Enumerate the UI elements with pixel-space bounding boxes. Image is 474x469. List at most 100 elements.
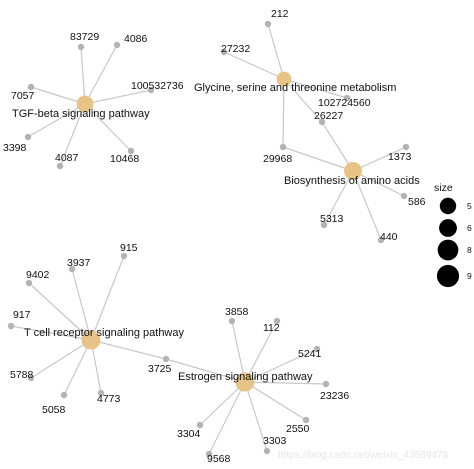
gene-node-112 [273,317,281,325]
gene-label-27232: 27232 [221,43,250,55]
gene-node-100532736 [147,86,155,94]
pathway-node-estrogen-signaling-pathway [235,372,255,392]
gene-label-3937: 3937 [67,257,91,269]
gene-label-5313: 5313 [320,213,344,225]
legend-value-9: 9 [467,271,472,281]
gene-label-9402: 9402 [26,269,50,281]
gene-label-5058: 5058 [42,404,66,416]
gene-node-3937 [68,265,76,273]
gene-node-26227 [318,118,326,126]
gene-node-23236 [322,380,330,388]
pathway-label-biosynthesis-of-amino-acids: Biosynthesis of amino acids [284,175,420,187]
gene-label-1373: 1373 [388,151,412,163]
gene-node-83729 [77,43,85,51]
edge-estrogen-signaling-pathway-112 [244,320,278,383]
edge-t-cell-receptor-signaling-pathway-915 [90,255,125,341]
gene-node-29968 [279,143,287,151]
gene-node-4087 [56,162,64,170]
gene-label-100532736: 100532736 [131,80,184,92]
edge-t-cell-receptor-signaling-pathway-917 [10,325,92,341]
edge-biosynthesis-of-amino-acids-1373 [352,146,407,172]
legend-dot-8 [437,239,459,261]
gene-node-7057 [27,83,35,91]
edge-t-cell-receptor-signaling-pathway-9402 [28,282,92,341]
edge-t-cell-receptor-signaling-pathway-3937 [71,268,92,341]
legend-value-5: 5 [467,201,472,211]
gene-label-5241: 5241 [298,348,322,360]
gene-label-915: 915 [120,242,138,254]
edge-tgf-beta-signaling-pathway-7057 [30,86,86,105]
gene-label-4087: 4087 [55,152,79,164]
gene-node-4773 [97,389,105,397]
edge-t-cell-receptor-signaling-pathway-5788 [30,339,92,379]
gene-label-83729: 83729 [70,31,99,43]
gene-label-3304: 3304 [177,428,201,440]
edge-tgf-beta-signaling-pathway-83729 [80,46,86,105]
edge-estrogen-signaling-pathway-3725 [165,358,246,383]
gene-label-26227: 26227 [314,110,343,122]
gene-node-915 [120,252,128,260]
gene-node-3725 [162,355,170,363]
gene-label-586: 586 [408,196,426,208]
gene-label-212: 212 [271,8,289,20]
gene-node-5241 [313,345,321,353]
edge-biosynthesis-of-amino-acids-586 [352,170,405,197]
gene-label-3303: 3303 [263,435,287,447]
gene-node-5788 [27,374,35,382]
gene-label-9568: 9568 [207,453,231,465]
edge-estrogen-signaling-pathway-3858 [231,320,246,383]
gene-node-3858 [228,317,236,325]
gene-node-917 [7,322,15,330]
pathway-node-biosynthesis-of-amino-acids [344,162,362,180]
edge-glycine-serine-and-threonine-metabolism-212 [267,23,285,80]
pathway-node-layer [76,71,362,392]
gene-node-10468 [127,147,135,155]
edge-tgf-beta-signaling-pathway-100532736 [84,89,152,105]
gene-node-2550 [302,416,310,424]
gene-node-5313 [320,221,328,229]
edge-tgf-beta-signaling-pathway-4087 [59,103,86,167]
gene-node-440 [377,236,385,244]
gene-node-9402 [25,279,33,287]
gene-node-9568 [205,450,213,458]
edge-biosynthesis-of-amino-acids-29968 [282,146,354,172]
edge-t-cell-receptor-signaling-pathway-5058 [63,339,92,396]
gene-node-layer [7,20,410,458]
watermark-text: https://blog.csdn.net/weixin_43589478 [278,450,449,461]
edge-tgf-beta-signaling-pathway-3398 [27,103,86,138]
gene-label-5788: 5788 [10,369,34,381]
legend-value-8: 8 [467,245,472,255]
edge-biosynthesis-of-amino-acids-5313 [323,170,354,226]
pathway-node-t-cell-receptor-signaling-pathway [81,330,101,350]
legend-value-6: 6 [467,223,472,233]
gene-node-586 [400,192,408,200]
edge-biosynthesis-of-amino-acids-440 [352,170,382,241]
gene-label-3398: 3398 [3,142,27,154]
edge-layer [10,23,407,455]
pathway-label-t-cell-receptor-signaling-pathway: T cell receptor signaling pathway [24,327,184,339]
gene-label-112: 112 [263,322,280,334]
gene-node-3303 [263,447,271,455]
gene-node-5058 [60,391,68,399]
edge-tgf-beta-signaling-pathway-10468 [84,103,132,152]
gene-label-3725: 3725 [148,363,172,375]
gene-node-3398 [24,133,32,141]
edge-estrogen-signaling-pathway-2550 [244,381,307,421]
legend-dot-9 [436,264,460,288]
pathway-node-tgf-beta-signaling-pathway [76,95,94,113]
gene-node-27232 [220,48,228,56]
legend-dot-5 [439,197,457,215]
pathway-node-glycine-serine-and-threonine-metabolism [276,71,292,87]
edge-glycine-serine-and-threonine-metabolism-26227 [283,78,323,123]
gene-node-102724560 [343,94,351,102]
edge-glycine-serine-and-threonine-metabolism-29968 [282,78,285,148]
edge-estrogen-signaling-pathway-23236 [244,381,327,385]
edge-estrogen-signaling-pathway-3303 [244,381,268,452]
pathway-label-estrogen-signaling-pathway: Estrogen signaling pathway [178,371,313,383]
gene-label-29968: 29968 [263,153,292,165]
gene-label-23236: 23236 [320,390,349,402]
gene-label-440: 440 [380,231,398,243]
